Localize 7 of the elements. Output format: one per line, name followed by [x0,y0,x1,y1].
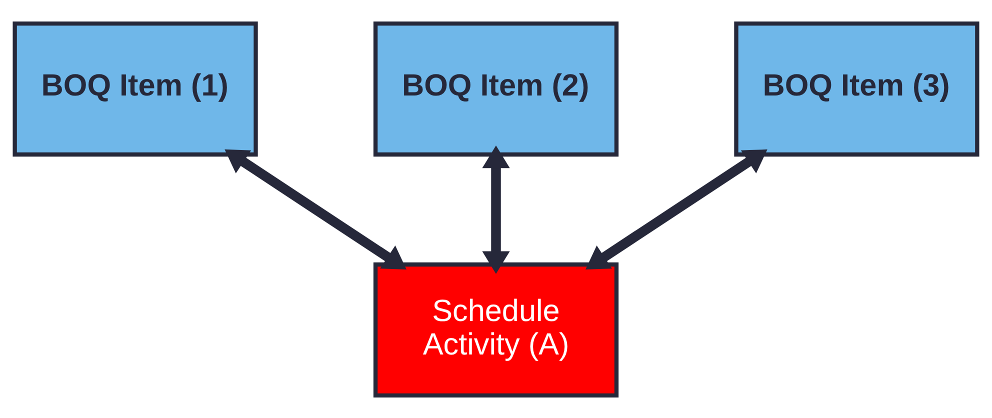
arrow [224,148,406,269]
arrow [482,145,510,274]
arrow [586,148,768,269]
node-box: BOQ Item (3) [734,20,980,156]
node-box: BOQ Item (2) [373,20,619,156]
node-box: Schedule Activity (A) [373,262,619,398]
node-box: BOQ Item (1) [12,20,258,156]
